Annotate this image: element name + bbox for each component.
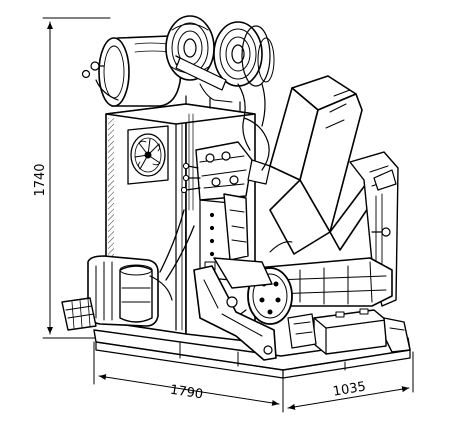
pump-motor-icon <box>87 255 173 327</box>
linkage-arm <box>193 193 277 361</box>
height-dimension-label: 1740 <box>33 163 48 196</box>
length-dimension-label: 1790 <box>169 383 204 403</box>
air-tank-icon <box>81 35 182 107</box>
hydraulic-block-icon <box>180 141 271 201</box>
depth-dimension: 1035 <box>287 351 414 410</box>
hoses <box>159 117 293 281</box>
length-dimension: 1790 <box>93 341 284 413</box>
hose-reel-right-icon <box>213 21 275 87</box>
height-dimension: 1740 <box>33 17 111 339</box>
depth-dimension-label: 1035 <box>332 379 367 399</box>
support-foot <box>383 317 411 353</box>
cooling-fan-icon <box>127 125 169 185</box>
oil-tray <box>61 297 97 331</box>
battery-box <box>287 308 387 355</box>
reel-frame <box>175 55 266 151</box>
